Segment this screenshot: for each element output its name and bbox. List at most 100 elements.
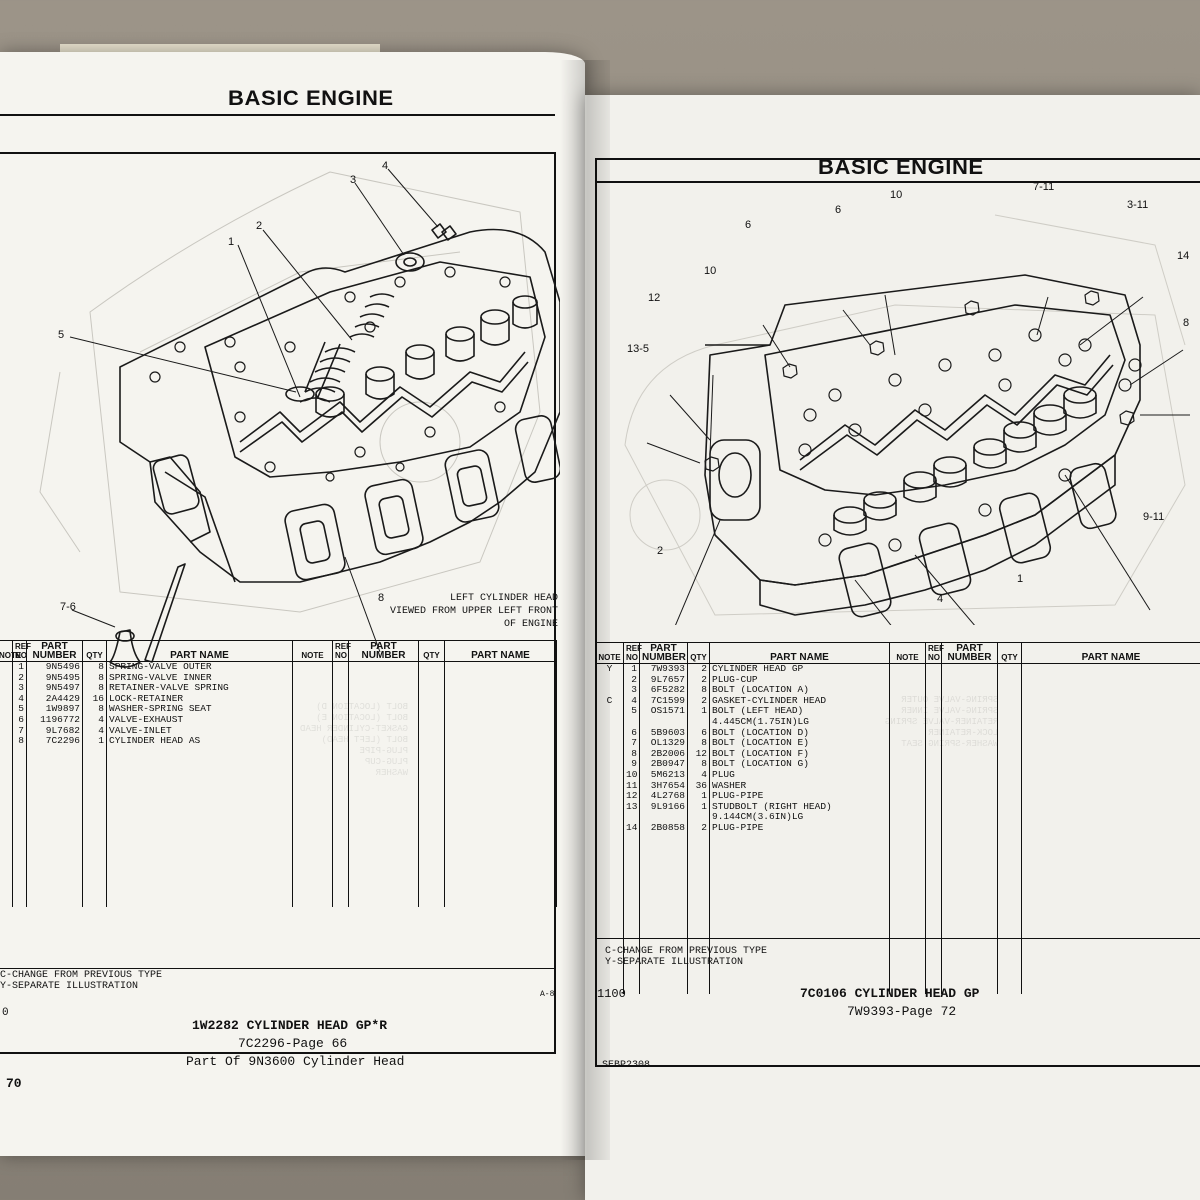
cell-empty: [997, 769, 1022, 781]
cell-empty: [418, 661, 445, 673]
cell-empty: [348, 661, 419, 673]
cell-qty: 1: [687, 791, 710, 802]
cell-empty: [623, 833, 640, 994]
cell-empty: [997, 812, 1022, 823]
cell-qty: 2: [687, 822, 710, 834]
callout-r-2: 2: [657, 545, 664, 557]
col-part-name: PART NAME: [709, 642, 890, 664]
cell-empty: [348, 693, 419, 705]
cell-part-number: [639, 812, 688, 823]
cell-empty: [889, 833, 926, 994]
cell-empty: [997, 822, 1022, 834]
cell-part-number: 2B0947: [639, 759, 688, 770]
cell-empty: [941, 674, 998, 686]
cell-empty: [997, 833, 1022, 994]
cell-empty: [941, 738, 998, 749]
cell-part-name: BOLT (LOCATION A): [709, 685, 890, 696]
cell-empty: [925, 801, 942, 813]
cell-qty: 8: [82, 683, 107, 694]
cell-empty: [941, 695, 998, 707]
cell-note: [0, 714, 13, 726]
cell-qty: 8: [687, 759, 710, 770]
cell-note: [0, 704, 13, 715]
cell-part-name: PLUG: [709, 769, 890, 781]
col-part-name-2: PART NAME: [1021, 642, 1200, 664]
caption-line-3: OF ENGINE: [503, 619, 558, 630]
cell-empty: [348, 736, 419, 747]
col-ref: REF NO: [623, 642, 642, 664]
cell-empty: [997, 663, 1022, 675]
cell-empty: [925, 663, 942, 675]
cell-qty: 2: [687, 674, 710, 686]
cell-part-number: 7C1599: [639, 695, 688, 707]
cell-part-name: RETAINER-VALVE SPRING: [106, 683, 293, 694]
cell-empty: [1021, 738, 1200, 749]
cell-empty: [444, 683, 557, 694]
cell-ref: 7: [623, 738, 640, 749]
cell-part-name: LOCK-RETAINER: [106, 693, 293, 705]
callout-7-6: 7-6: [60, 601, 76, 613]
cell-note: [0, 661, 13, 673]
callout-r-13-5: 13-5: [627, 343, 650, 355]
cell-empty: [941, 706, 998, 717]
cell-part-number: 9L7657: [639, 674, 688, 686]
cell-empty: [997, 674, 1022, 686]
right-page-frame: [595, 158, 1200, 1067]
col-note-2: NOTE: [292, 640, 333, 662]
cell-empty: [1021, 695, 1200, 707]
cell-ref: 4: [12, 693, 27, 705]
cylinder-head-drawing-left: [39, 168, 560, 668]
cell-empty: [997, 780, 1022, 792]
cell-empty: [1021, 780, 1200, 792]
cell-empty: [925, 738, 942, 749]
cell-empty: [292, 672, 333, 684]
cell-qty: 4: [687, 769, 710, 781]
cell-part-number: OL1329: [639, 738, 688, 749]
cell-empty: [889, 674, 926, 686]
cell-ref: 12: [623, 791, 640, 802]
col-part-name: PART NAME: [106, 640, 293, 662]
cell-empty: [1021, 833, 1200, 994]
cell-ref: 8: [623, 748, 640, 760]
cell-empty: [1021, 685, 1200, 696]
cell-part-name: STUDBOLT (RIGHT HEAD): [709, 801, 890, 813]
callout-r-14: 14: [1177, 250, 1190, 262]
cell-part-number: 5M6213: [639, 769, 688, 781]
cell-empty: [889, 780, 926, 792]
cell-part-number: [639, 716, 688, 728]
cell-empty: [997, 706, 1022, 717]
callout-r-10b: 10: [704, 265, 717, 277]
cell-empty: [444, 714, 557, 726]
cell-empty: [889, 685, 926, 696]
cell-empty: [418, 683, 445, 694]
col-part-number-2: PART NUMBER: [941, 642, 998, 664]
left-page: BASIC ENGINE BOLT (LOCATION D)BOLT (LOCA…: [0, 52, 585, 1156]
cell-part-number: 1196772: [26, 714, 83, 726]
cell-ref: [623, 716, 640, 728]
book-gutter-shadow: [560, 60, 610, 1160]
cell-empty: [925, 791, 942, 802]
note-separate: Y-SEPARATE ILLUSTRATION: [605, 957, 744, 968]
cell-empty: [1021, 663, 1200, 675]
cell-ref: 14: [623, 822, 640, 834]
left-page-frame: [0, 152, 556, 1054]
cell-empty: [941, 833, 998, 994]
cell-empty: [348, 683, 419, 694]
cell-empty: [348, 725, 419, 737]
cell-empty: [889, 791, 926, 802]
cell-empty: [941, 685, 998, 696]
left-corner-code: A-8: [540, 990, 555, 999]
callout-3: 3: [350, 174, 357, 186]
cell-empty: [925, 822, 942, 834]
col-part-number: PART NUMBER: [26, 640, 83, 662]
cell-part-number: 7C2296: [26, 736, 83, 747]
cell-empty: [925, 685, 942, 696]
notes-rule-right: [595, 938, 1200, 939]
cell-part-name: BOLT (LOCATION D): [709, 727, 890, 739]
